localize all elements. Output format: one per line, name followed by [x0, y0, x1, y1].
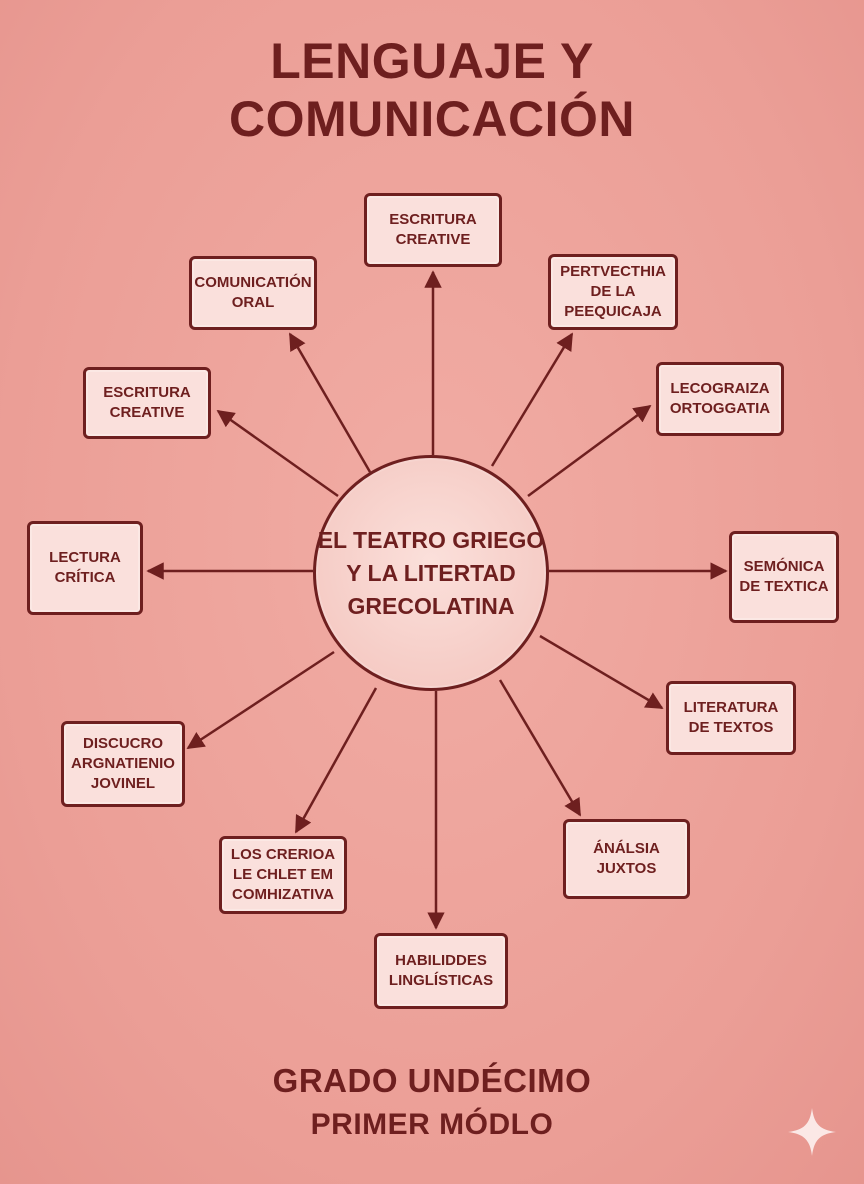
central-topic: EL TEATRO GRIEGO Y LA LITERTAD GRECOLATI…: [313, 455, 549, 691]
node-text: LECTURA CRÍTICA: [49, 549, 121, 586]
arrow-right-upper: [527, 404, 652, 498]
node-text: ESCRITURA CREATIVE: [103, 384, 191, 421]
arrow-bottom-left: [294, 687, 378, 834]
node-lexicografia: LECOGRAIZA ORTOGGATIA: [656, 362, 784, 436]
footer-grade: GRADO UNDÉCIMO: [272, 1062, 592, 1099]
node-semantica-textual: SEMÓNICA DE TEXTICA: [729, 531, 839, 623]
node-text: ESCRITURA CREATIVE: [389, 211, 477, 248]
node-escritura-creative-top: ESCRITURA CREATIVE: [364, 193, 502, 267]
node-text: LECOGRAIZA ORTOGGATIA: [669, 380, 771, 417]
node-text: PERTVECTHIA DE LA PEEQUICAJA: [560, 263, 666, 320]
arrow-top-right: [490, 332, 574, 467]
arrow-left-upper: [216, 409, 339, 498]
arrow-right-lower: [539, 634, 664, 710]
node-escritura-creative-left: ESCRITURA CREATIVE: [83, 367, 211, 439]
node-habilidades-linguisticas: HABILIDDES LINGLÍSTICAS: [374, 933, 508, 1009]
node-text: HABILIDDES LINGLÍSTICAS: [388, 952, 494, 989]
sparkle-icon: [788, 1108, 836, 1156]
node-comunicacion-oral: COMUNICATIÓN ORAL: [189, 256, 317, 330]
node-lectura-critica: LECTURA CRÍTICA: [27, 521, 143, 615]
arrow-left-lower: [186, 650, 335, 750]
title-line-2: COMUNICACIÓN: [229, 91, 635, 147]
node-text: SEMÓNICA DE TEXTICA: [739, 558, 829, 595]
node-perspectiva: PERTVECTHIA DE LA PEEQUICAJA: [548, 254, 678, 330]
node-literatura-textos: LITERATURA DE TEXTOS: [666, 681, 796, 755]
node-text: LITERATURA DE TEXTOS: [683, 699, 779, 736]
central-topic-text: EL TEATRO GRIEGO Y LA LITERTAD GRECOLATI…: [317, 526, 545, 619]
title-line-1: LENGUAJE Y: [270, 33, 594, 89]
node-analisis-textos: ÁNÁLSIA JUXTOS: [563, 819, 690, 899]
footer-module: PRIMER MÓDLO: [310, 1108, 554, 1141]
arrow-top-left: [288, 332, 372, 473]
node-text: DISCUCRO ARGNATIENIO JOVINEL: [71, 735, 175, 792]
node-criterios-comunicativa: LOS CRERIOA LE CHLET EM COMHIZATIVA: [219, 836, 347, 914]
node-text: LOS CRERIOA LE CHLET EM COMHIZATIVA: [230, 846, 336, 903]
node-text: COMUNICATIÓN ORAL: [194, 274, 312, 311]
node-text: ÁNÁLSIA JUXTOS: [593, 840, 660, 877]
arrow-bottom-right: [498, 679, 582, 817]
node-discurso-argumentativo: DISCUCRO ARGNATIENIO JOVINEL: [61, 721, 185, 807]
